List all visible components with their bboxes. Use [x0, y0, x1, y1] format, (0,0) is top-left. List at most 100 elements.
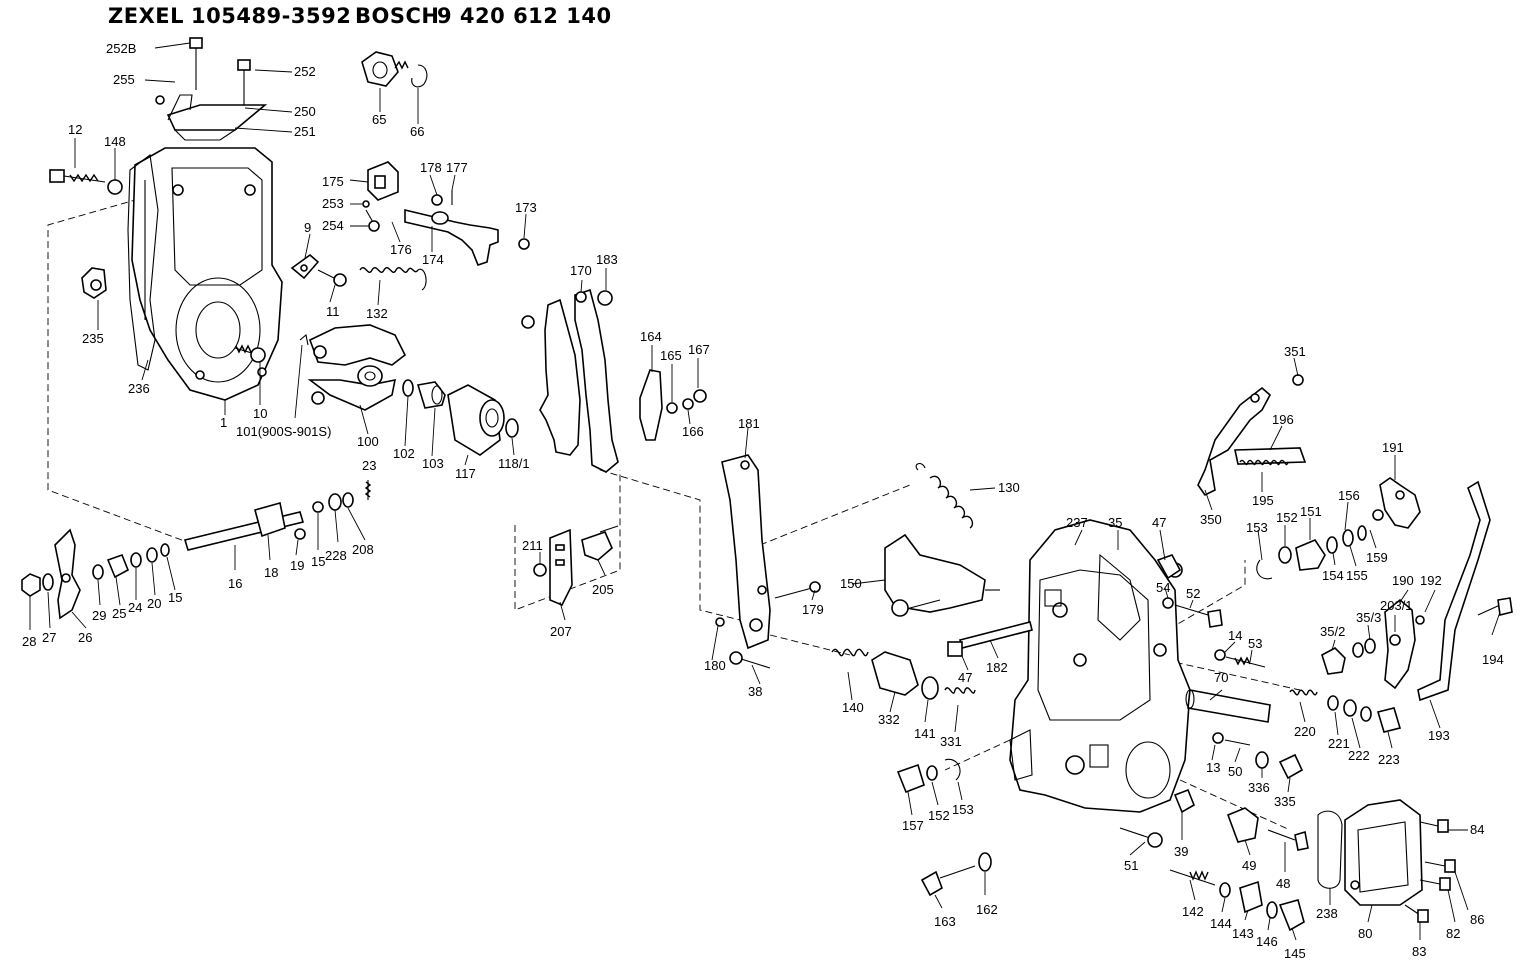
clip-part-66	[411, 64, 428, 88]
label-350: 350	[1200, 512, 1222, 527]
rod-part-182	[947, 621, 1033, 657]
screw-part-254	[362, 200, 380, 232]
label-65: 65	[372, 112, 386, 127]
screw-part-14	[1214, 649, 1266, 668]
label-181: 181	[738, 416, 760, 431]
label-153-lower: 153	[952, 802, 974, 817]
cap-nut-part-223	[1376, 707, 1402, 733]
lever-part-174	[404, 190, 530, 266]
fitting-part-235	[81, 267, 107, 299]
plug-part-157	[896, 758, 961, 794]
label-70: 70	[1214, 670, 1228, 685]
label-159: 159	[1366, 550, 1388, 565]
label-48: 48	[1276, 876, 1290, 891]
label-164: 164	[640, 329, 662, 344]
governor-housing-part-1	[131, 147, 283, 401]
washer-part-47	[1156, 554, 1182, 580]
label-52: 52	[1186, 586, 1200, 601]
label-170: 170	[570, 263, 592, 278]
leader-lines	[29, 42, 1501, 941]
label-9: 9	[304, 220, 311, 235]
cover-plate-part-250	[155, 37, 268, 141]
lever-part-191	[1372, 477, 1421, 529]
label-140: 140	[842, 700, 864, 715]
label-25: 25	[112, 606, 126, 621]
label-221: 221	[1328, 736, 1350, 751]
screw-part-11	[317, 269, 347, 287]
label-331: 331	[940, 734, 962, 749]
label-207: 207	[550, 624, 572, 639]
label-14: 14	[1228, 628, 1242, 643]
lever-part-170	[521, 288, 619, 473]
screw-part-12	[49, 169, 123, 195]
label-167: 167	[688, 342, 710, 357]
label-152-upper: 152	[1276, 510, 1298, 525]
label-222: 222	[1348, 748, 1370, 763]
nut-part-332	[871, 651, 919, 696]
label-180: 180	[704, 658, 726, 673]
label-132: 132	[366, 306, 388, 321]
label-47-lower: 47	[958, 670, 972, 685]
label-35: 35	[1108, 515, 1122, 530]
label-176: 176	[390, 242, 412, 257]
screw-part-48	[1267, 829, 1309, 851]
label-157: 157	[902, 818, 924, 833]
label-153-upper: 153	[1246, 520, 1268, 535]
label-29: 29	[92, 608, 106, 623]
label-28: 28	[22, 634, 36, 649]
label-144: 144	[1210, 916, 1232, 931]
screw-part-13	[1212, 732, 1304, 780]
pin-part-23	[364, 480, 372, 500]
label-148: 148	[104, 134, 126, 149]
clip-part-153	[1256, 559, 1273, 580]
label-351: 351	[1284, 344, 1306, 359]
label-335: 335	[1274, 794, 1296, 809]
label-23: 23	[362, 458, 376, 473]
lever-part-26	[54, 528, 81, 620]
label-250: 250	[294, 104, 316, 119]
label-162: 162	[976, 902, 998, 917]
label-66: 66	[410, 124, 424, 139]
label-175: 175	[322, 174, 344, 189]
label-211: 211	[522, 538, 543, 553]
label-220: 220	[1294, 724, 1316, 739]
label-145: 145	[1284, 946, 1306, 961]
label-208: 208	[352, 542, 374, 557]
label-130: 130	[998, 480, 1020, 495]
ring-part-118-1	[505, 418, 519, 438]
label-39: 39	[1174, 844, 1188, 859]
label-191: 191	[1382, 440, 1404, 455]
label-142: 142	[1182, 904, 1204, 919]
label-182: 182	[986, 660, 1008, 675]
housing-gasket-part-236	[127, 154, 159, 371]
lever-part-193	[1417, 480, 1491, 702]
label-195: 195	[1252, 493, 1274, 508]
part-labels: 252B 255 252 250 251 65 66 12 148 178 17…	[22, 41, 1504, 961]
label-118-1: 118/1	[498, 456, 530, 471]
screws-parts-84-86-82-83	[1404, 819, 1456, 923]
label-152-lower: 152	[928, 808, 950, 823]
label-146: 146	[1256, 934, 1278, 949]
label-51: 51	[1124, 858, 1138, 873]
bracket-part-207	[533, 525, 619, 607]
label-38: 38	[748, 684, 762, 699]
label-13: 13	[1206, 760, 1220, 775]
label-26: 26	[78, 630, 92, 645]
label-15-left: 15	[168, 590, 182, 605]
label-255: 255	[113, 72, 135, 87]
label-178: 178	[420, 160, 442, 175]
spring-part-140	[831, 648, 869, 657]
label-15-right: 15	[311, 554, 325, 569]
flyweight-assembly-part-100	[299, 324, 407, 411]
label-143: 143	[1232, 926, 1254, 941]
spring-part-220	[1289, 689, 1318, 696]
label-16: 16	[228, 576, 242, 591]
screw-part-10	[234, 344, 266, 363]
label-205: 205	[592, 582, 614, 597]
sleeve-part-103	[416, 381, 446, 409]
label-150: 150	[840, 576, 862, 591]
label-332: 332	[878, 712, 900, 727]
screw-part-51	[1119, 827, 1163, 848]
label-238: 238	[1316, 906, 1338, 921]
